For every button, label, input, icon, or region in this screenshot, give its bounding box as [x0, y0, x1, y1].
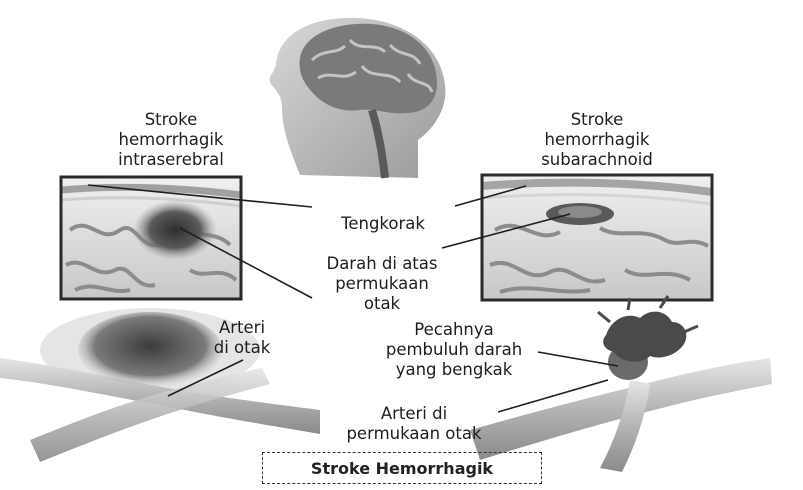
label-intracerebral-stroke: Stroke hemorrhagik intraserebral [101, 110, 241, 170]
figure-caption: Stroke Hemorrhagik [311, 459, 493, 478]
intracerebral-inset-image [61, 177, 241, 299]
leader-line-aneurysm [538, 352, 618, 366]
label-artery-in-brain: Arteri di otak [192, 318, 292, 358]
label-subarachnoid-stroke: Stroke hemorrhagik subarachnoid [522, 110, 672, 170]
label-ruptured-aneurysm: Pecahnya pembuluh darah yang bengkak [370, 320, 538, 380]
figure-caption-box: Stroke Hemorrhagik [262, 452, 542, 484]
label-artery-on-surface: Arteri di permukaan otak [330, 404, 498, 444]
head-profile-with-brain-icon [270, 18, 446, 178]
subarachnoid-inset-image [482, 175, 712, 300]
label-skull: Tengkorak [318, 214, 448, 234]
label-blood-on-surface: Darah di atas permukaan otak [302, 254, 462, 314]
